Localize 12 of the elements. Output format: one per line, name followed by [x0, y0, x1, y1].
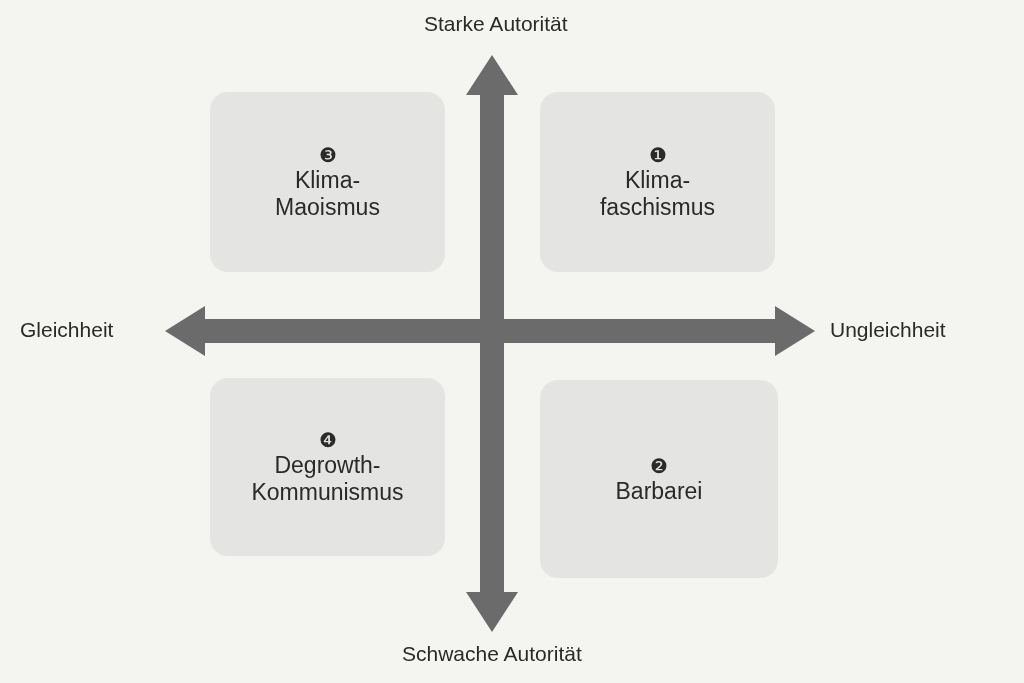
quadrant-label: Barbarei	[614, 477, 704, 505]
quadrant-number: ❶	[648, 143, 667, 167]
quadrant-number: ❹	[318, 428, 337, 452]
axis-label: Starke Autorität	[424, 12, 568, 36]
axis-label: Schwache Autorität	[402, 642, 582, 666]
axis-label: Ungleichheit	[830, 318, 946, 342]
quadrant-number: ❸	[318, 143, 337, 167]
quadrant-number: ❷	[650, 453, 668, 478]
quadrant-label: Klima-faschismus	[598, 167, 716, 221]
quadrant-label: Degrowth-Kommunismus	[250, 452, 405, 506]
axis-label: Gleichheit	[20, 318, 114, 342]
quadrant-label: Klima-Maoismus	[274, 167, 381, 221]
